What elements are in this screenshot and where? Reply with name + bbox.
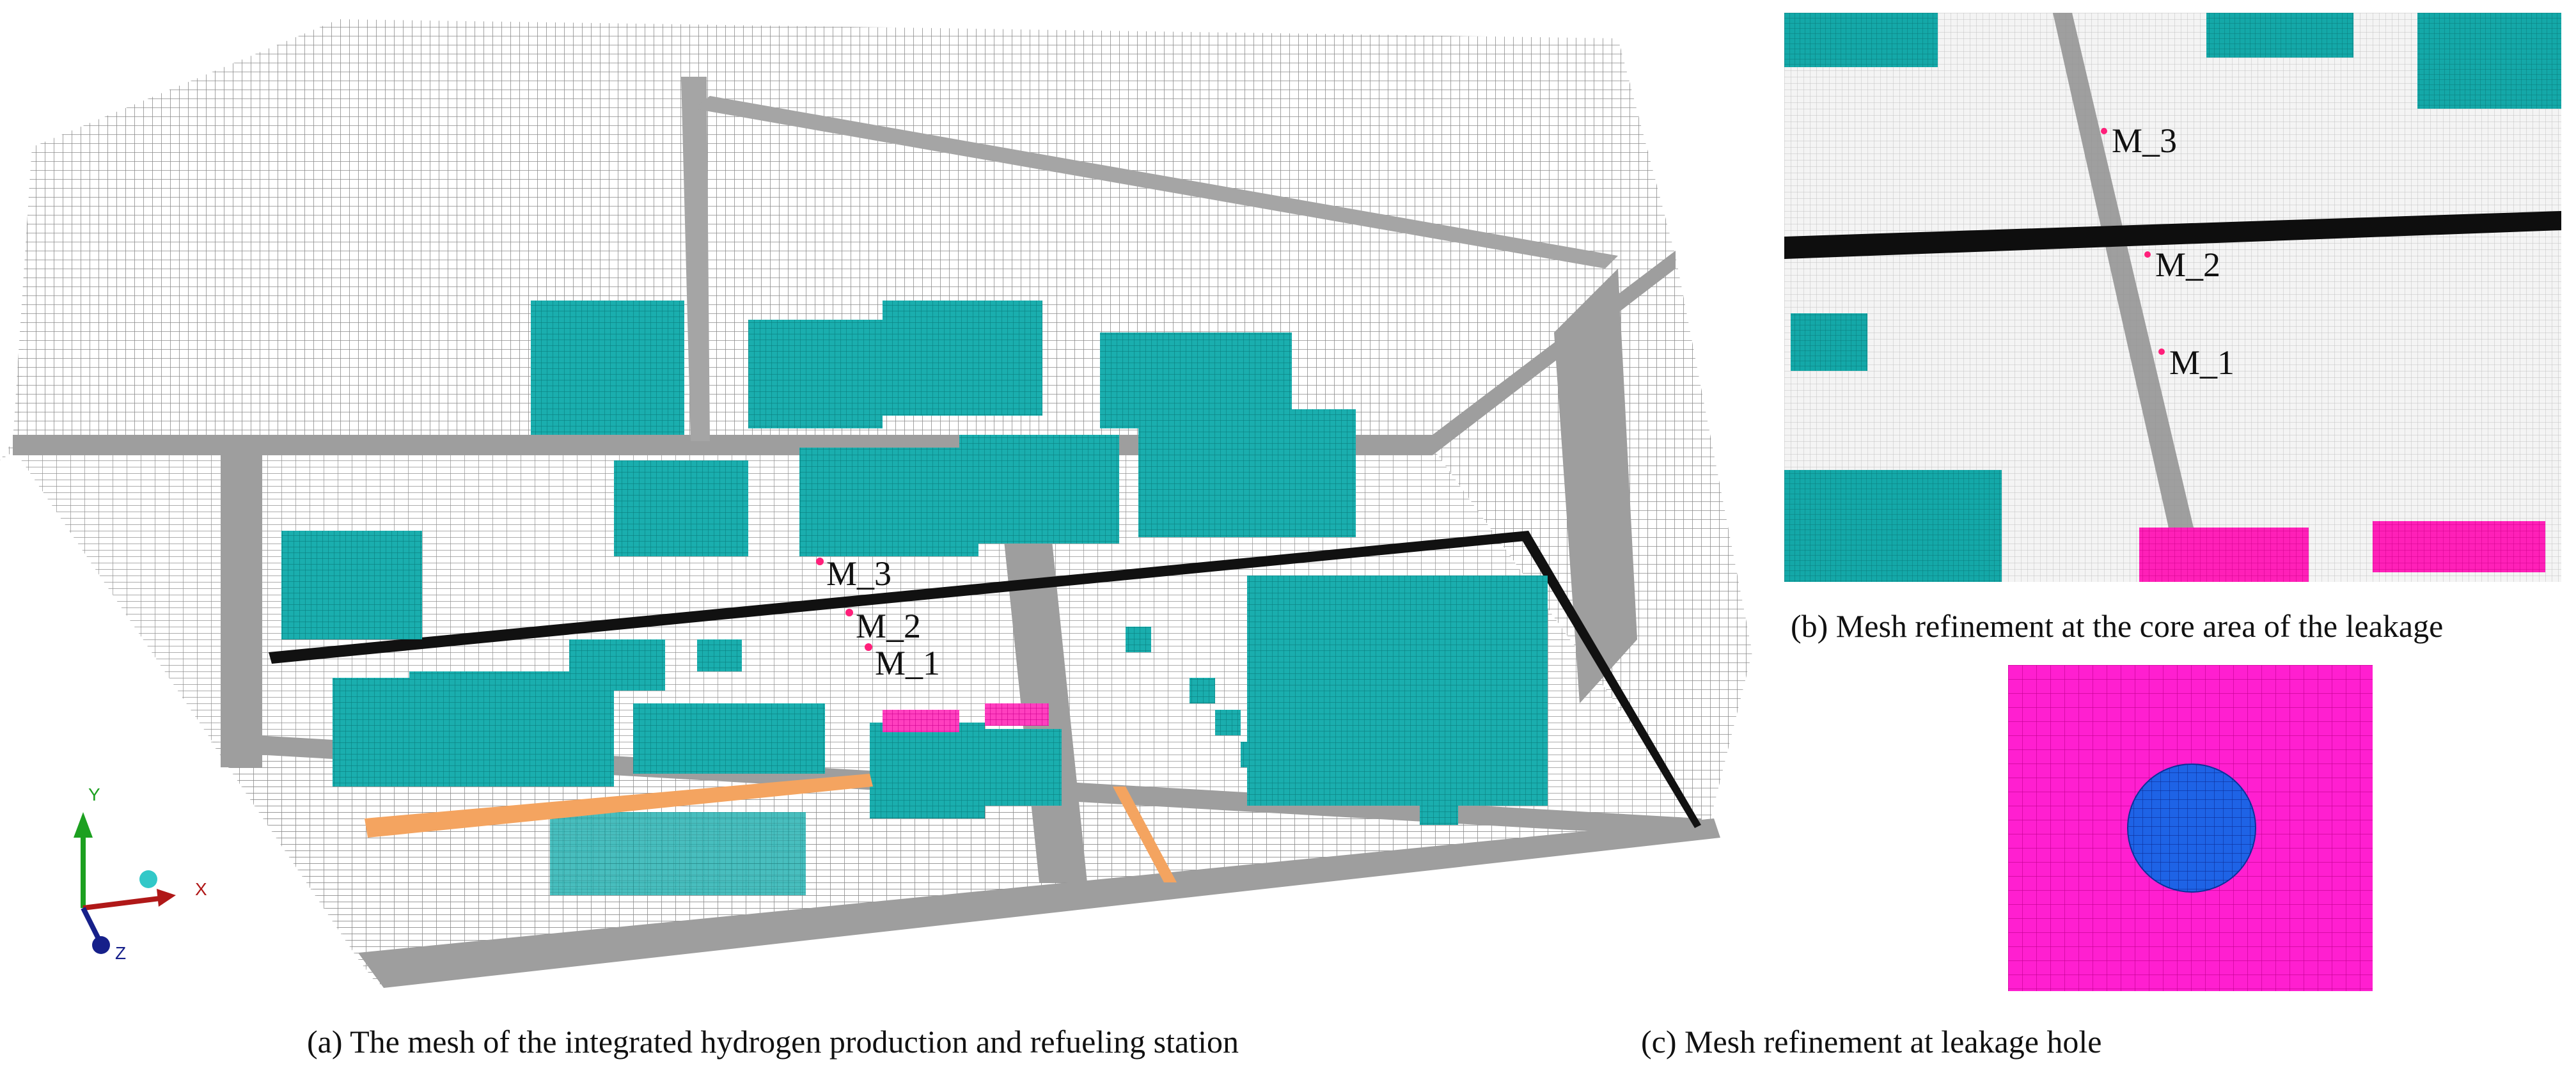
monitor-label-m2: M_2 [2155,246,2220,284]
x-axis-label: X [195,879,207,899]
monitor-points: M_3 M_2 M_1 [816,554,940,682]
pipe-orange-branch [1113,787,1177,882]
panel-c-hole-refinement [2008,665,2373,991]
equipment-block [1126,627,1151,652]
equipment-block [870,723,985,818]
monitor-point-marker [865,643,872,651]
panel-b-core-refinement: M_3 M_2 M_1 [1784,13,2561,582]
equipment-block [959,435,1119,544]
y-axis-arrow-icon [74,812,93,838]
leakage-hole [2127,763,2256,893]
equipment-block [1266,780,1292,806]
monitor-point-marker [816,558,824,565]
z-axis-label: Z [115,943,126,963]
equipment-block [281,531,422,639]
bottom-front-beam [358,818,1720,988]
equipment-block [799,448,978,556]
monitor-label-m2: M_2 [856,607,921,645]
top-ridge-beam-2 [694,96,1618,269]
equipment-block [1138,409,1356,537]
panel-a-station-mesh: M_3 M_2 M_1 Y X Z [0,19,1752,988]
x-axis-arrow-icon [157,889,176,907]
caption-a: (a) The mesh of the integrated hydrogen … [307,1024,1239,1060]
hole-refinement-figure [2008,665,2373,991]
equipment-block [614,460,748,556]
axes-triad: Y X Z [74,785,207,963]
monitor-label-m3: M_3 [826,554,891,593]
column-mid [994,448,1087,882]
equipment-block [697,639,742,671]
leak-source-block [985,703,1049,726]
black-wall-side [1522,531,1701,828]
equipment-block [550,812,806,895]
equipment-lower-row [333,575,1548,895]
equipment-block [1247,575,1548,806]
equipment-block [1241,742,1266,767]
station-mesh-figure: M_3 M_2 M_1 Y X Z [0,19,1752,988]
z-axis-line [81,907,102,941]
equipment-block [1215,710,1241,735]
equipment-block [1190,678,1215,703]
equipment-block [2417,13,2561,109]
x-axis-line [82,896,161,911]
caption-b: (b) Mesh refinement at the core area of … [1791,608,2444,644]
origin-ball-icon [139,870,157,888]
equipment-middle-row [281,409,1356,639]
y-axis-label: Y [88,785,100,804]
equipment-block [985,729,1062,806]
column-left [221,448,262,767]
caption-c: (c) Mesh refinement at leakage hole [1641,1024,2102,1060]
monitor-label-m3: M_3 [2112,121,2177,160]
equipment-block [748,320,883,428]
leak-source-block [2373,521,2545,572]
equipment-block [1420,793,1458,825]
black-wall-band [1784,211,2561,259]
equipment-block [2206,13,2353,58]
column-right [1554,269,1637,703]
leak-source-block [2139,528,2309,582]
core-refinement-figure: M_3 M_2 M_1 [1784,13,2561,582]
leak-source-block [883,710,959,732]
monitor-label-m1: M_1 [875,644,940,682]
domain-left-wall [0,147,32,460]
top-ridge-beam-1 [681,77,710,441]
equipment-block [1791,313,1867,371]
equipment-block [569,639,665,691]
monitor-point-marker [2144,251,2151,258]
monitor-point-marker [2158,348,2165,355]
pipe-orange [365,774,873,838]
black-wall [269,531,1532,664]
equipment-block [883,301,1042,416]
refinement-band [2053,13,2206,582]
equipment-block [1784,13,1938,67]
monitor-label-m1: M_1 [2169,343,2234,382]
equipment-block [1784,470,2002,582]
z-axis-ball-icon [92,936,110,954]
monitor-point-marker [2101,128,2107,134]
equipment-block [531,301,684,435]
equipment-block [633,703,825,774]
monitor-point-marker [845,609,853,616]
